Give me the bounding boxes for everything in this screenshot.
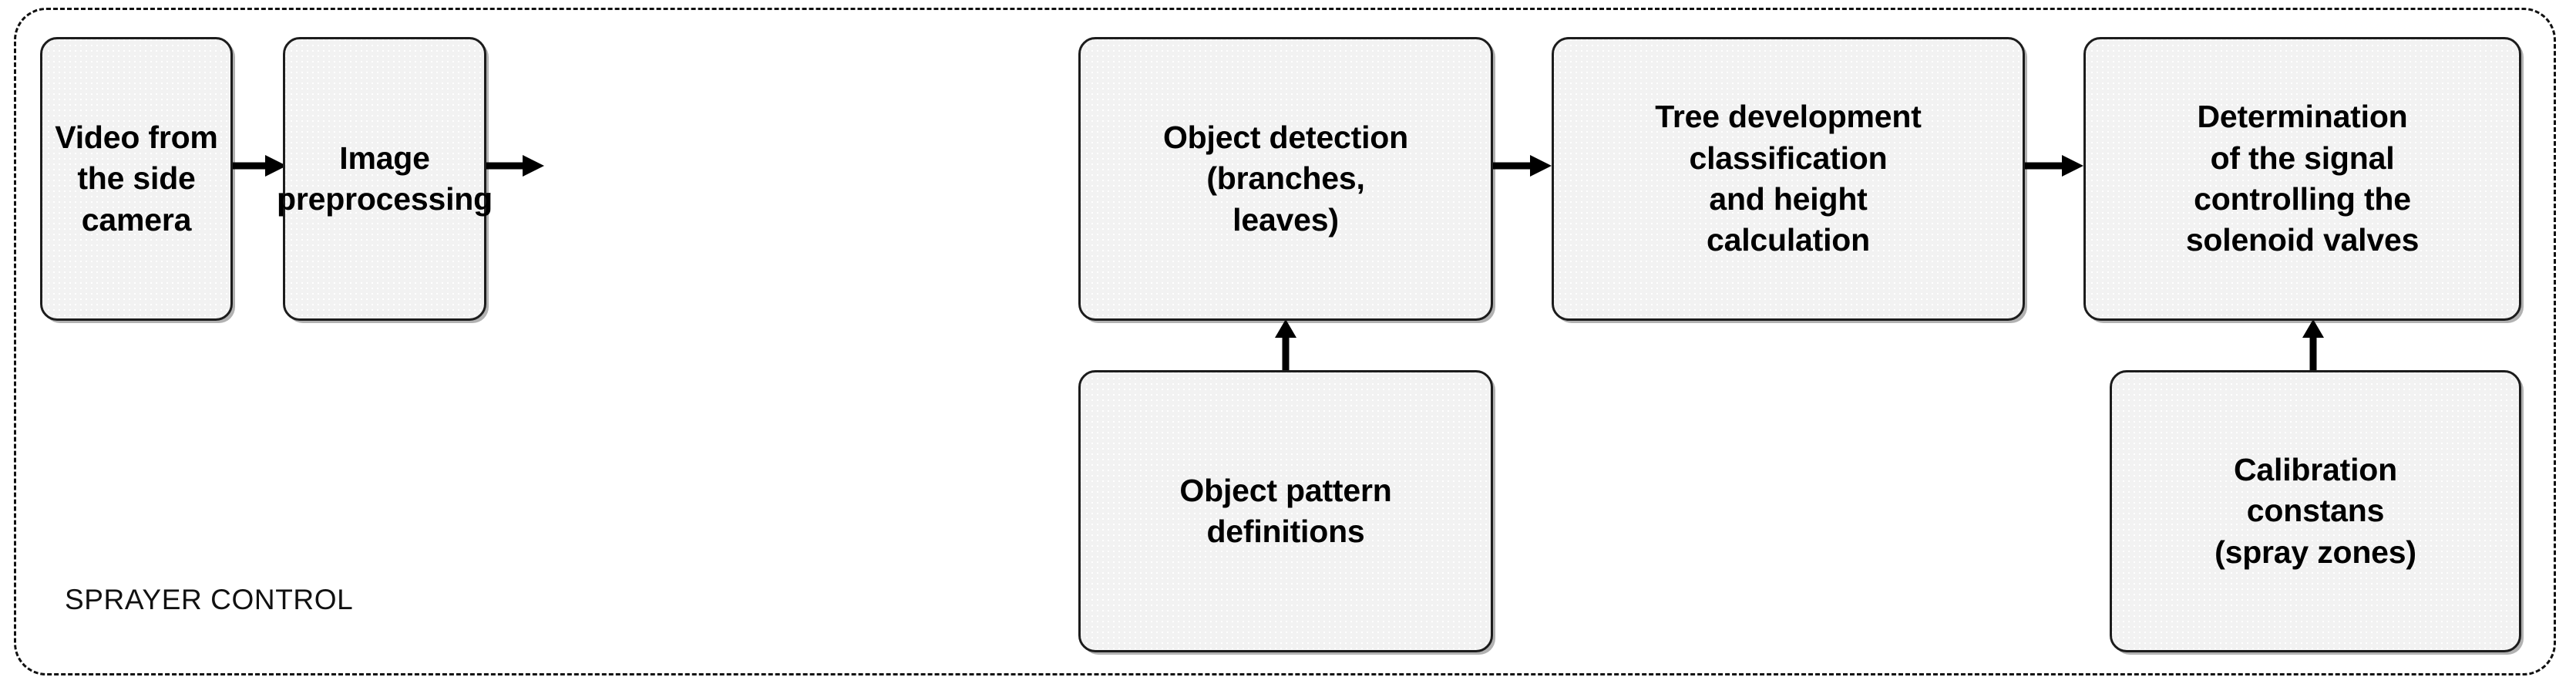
arrow-detection-to-classification: [1493, 153, 1552, 179]
node-video-from-the-side-camera[interactable]: Video from the side camera: [40, 37, 233, 321]
node-label-image-preprocessing: Image preprocessing: [277, 140, 493, 217]
arrow-preprocessing-to-detection: [486, 153, 544, 179]
node-label-video-from-the-side-camera: Video from the side camera: [55, 120, 218, 238]
node-object-detection[interactable]: Object detection (branches, leaves): [1078, 37, 1493, 321]
node-calibration-constans[interactable]: Calibration constans (spray zones): [2110, 370, 2521, 652]
node-object-pattern-definitions[interactable]: Object pattern definitions: [1078, 370, 1493, 652]
arrow-patterns-to-detection: [1273, 319, 1299, 370]
system-boundary-label: SPRAYER CONTROL: [65, 584, 354, 615]
node-image-preprocessing[interactable]: Image preprocessing: [277, 37, 493, 321]
node-label-calibration-constans: Calibration constans (spray zones): [2214, 452, 2416, 570]
node-label-object-pattern-definitions: Object pattern definitions: [1179, 472, 1392, 549]
node-label-determination-of-the-signal: Determination of the signal controlling …: [2185, 99, 2420, 258]
node-label-tree-development-classification: Tree development classification and heig…: [1655, 99, 1922, 258]
node-determination-of-the-signal[interactable]: Determination of the signal controlling …: [2083, 37, 2521, 321]
arrow-video-to-preprocessing: [231, 153, 287, 179]
arrow-classification-to-signal: [2025, 153, 2083, 179]
node-label-object-detection: Object detection (branches, leaves): [1162, 120, 1408, 238]
system-boundary-sprayer-control: [14, 8, 2556, 675]
arrow-calibration-to-signal: [2300, 319, 2326, 370]
node-tree-development-classification[interactable]: Tree development classification and heig…: [1552, 37, 2025, 321]
